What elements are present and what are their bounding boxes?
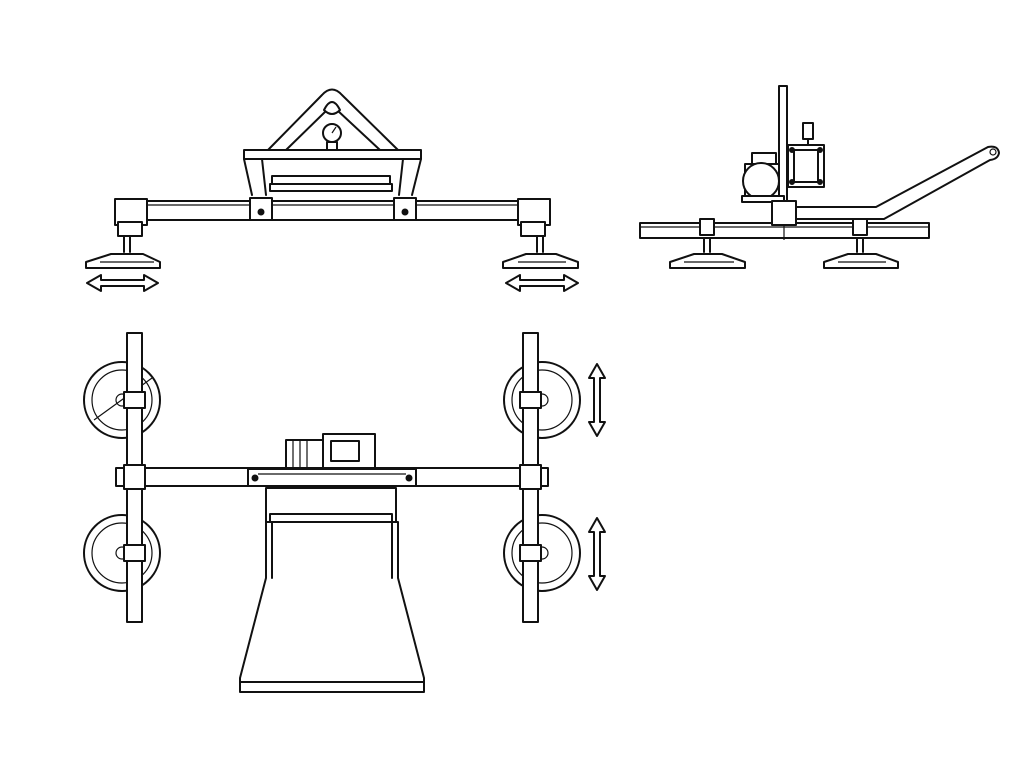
front-view <box>85 88 579 292</box>
top-view <box>83 332 606 693</box>
lifting-eye <box>267 88 399 151</box>
front-suction-cup-right <box>502 253 579 269</box>
top-pump-motor <box>285 433 376 469</box>
arrow-horizontal-left-icon <box>86 274 159 292</box>
top-center-plate <box>247 468 417 487</box>
top-suction-cup-upper-left <box>83 361 161 439</box>
side-pump-motor <box>741 152 785 203</box>
top-handle <box>239 487 425 693</box>
arrow-vertical-upper-icon <box>588 363 606 437</box>
front-end-block-left <box>114 198 148 226</box>
top-suction-cup-lower-left <box>83 514 161 592</box>
side-handle <box>794 145 1000 220</box>
side-suction-cup-left <box>669 253 746 269</box>
arrow-horizontal-right-icon <box>505 274 579 292</box>
front-end-block-right <box>517 198 551 226</box>
front-suction-cup-left <box>85 253 161 269</box>
side-valve <box>802 122 814 140</box>
arrow-vertical-lower-icon <box>588 517 606 591</box>
side-view <box>639 85 1000 269</box>
front-main-beam <box>144 200 522 221</box>
frame-box <box>243 149 422 196</box>
side-suction-cup-right <box>823 253 899 269</box>
